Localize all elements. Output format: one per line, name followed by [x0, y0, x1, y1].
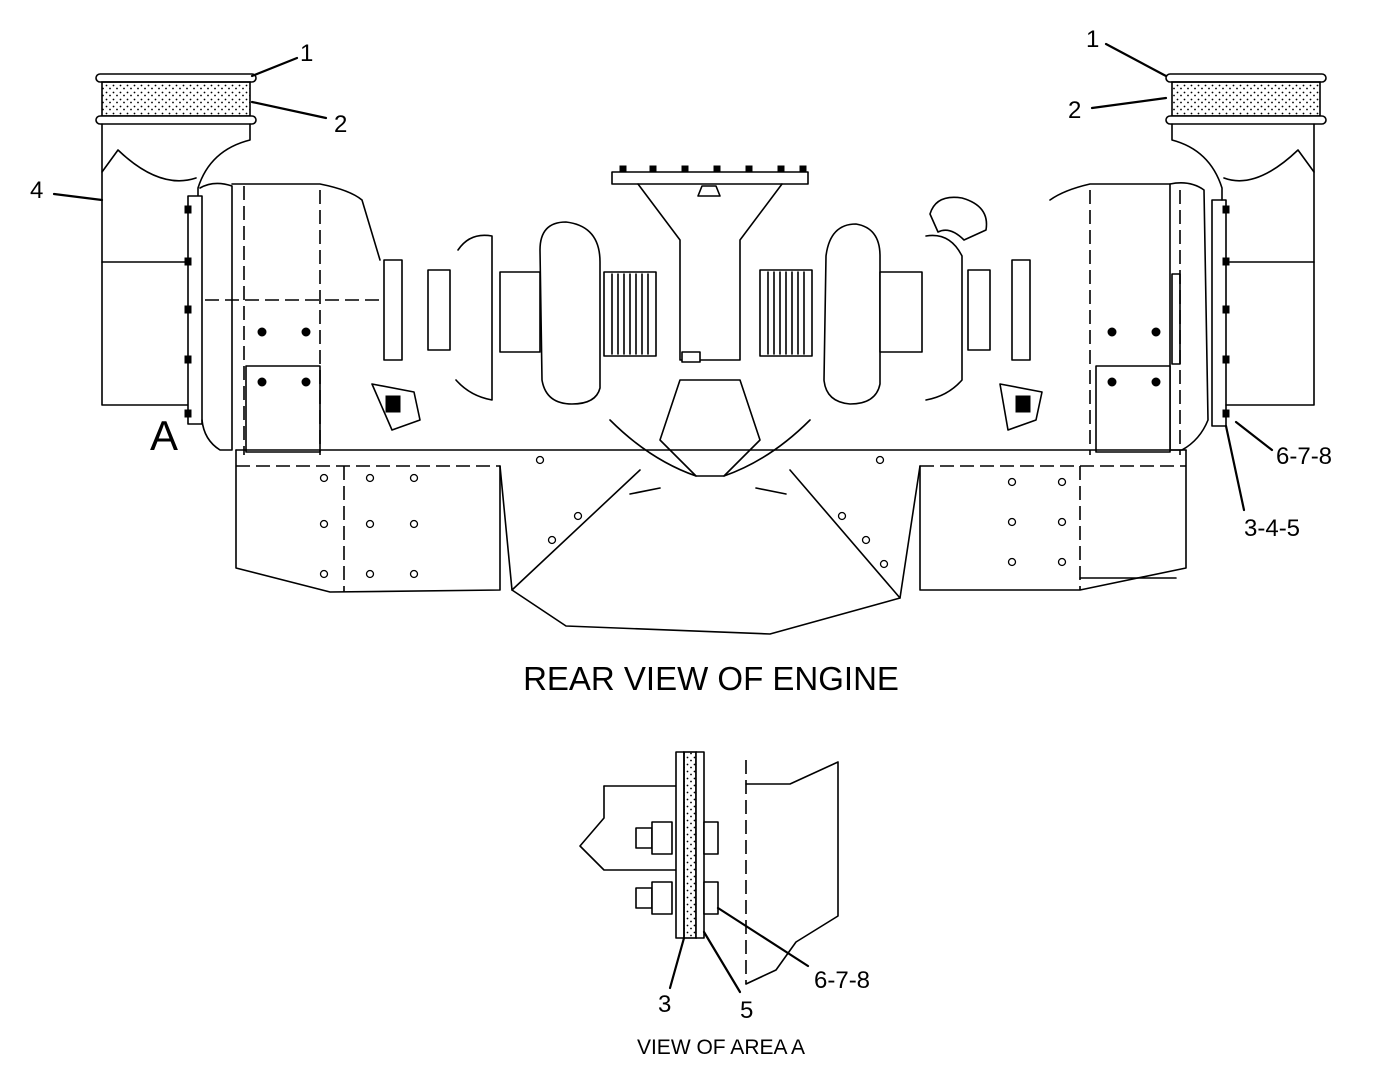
- leader-right-345: [1224, 424, 1246, 512]
- callout-right-678: 6-7-8: [1276, 443, 1332, 470]
- area-a-marker: A: [150, 412, 178, 459]
- detail-left-outline: [579, 785, 685, 871]
- right-turbo-body: [879, 271, 923, 353]
- right-turbo-pipe: [823, 223, 881, 405]
- leader-detail-678: [716, 906, 810, 968]
- right-air-cleaner-body: [1225, 123, 1315, 406]
- right-filter-top-rim: [1165, 73, 1327, 83]
- left-filter-bottom-rim: [95, 115, 257, 125]
- detail-plate-right: [695, 751, 705, 939]
- right-flange-bolts: [1222, 205, 1230, 418]
- leader-right-2: [1090, 96, 1168, 110]
- right-frame-member: [919, 449, 1187, 591]
- manifold-bolts: [619, 165, 807, 173]
- right-filter-element: [1171, 81, 1321, 117]
- frame-holes: [319, 455, 1067, 579]
- left-filter-element: [101, 81, 251, 117]
- left-air-cleaner: [95, 73, 257, 406]
- callout-detail-3: 3: [658, 991, 671, 1018]
- callout-detail-678: 6-7-8: [814, 967, 870, 994]
- detail-gasket: [683, 751, 697, 939]
- leader-left-2: [250, 100, 328, 120]
- right-filter-bottom-rim: [1165, 115, 1327, 125]
- right-air-cleaner: [1165, 73, 1327, 406]
- left-compressor-housing: [455, 234, 493, 401]
- right-clamp: [1171, 273, 1181, 365]
- right-turbocharger: [759, 196, 1043, 431]
- callout-left-2: 2: [334, 111, 347, 138]
- left-turbo-pipe: [539, 221, 601, 405]
- center-frame-cradle: [499, 465, 921, 635]
- left-sensor-bracket: [371, 383, 421, 431]
- right-flange-housing: [1049, 182, 1230, 455]
- left-housing-edge: [199, 182, 233, 451]
- right-air-cleaner-curve: [1223, 149, 1315, 182]
- detail-lower-bolt: [635, 881, 719, 915]
- left-air-cleaner-body: [101, 123, 201, 406]
- left-flange-housing: [184, 182, 381, 455]
- left-mid-plate: [383, 259, 403, 361]
- right-sensor-bracket: [999, 383, 1043, 431]
- main-view-caption: REAR VIEW OF ENGINE: [523, 660, 899, 697]
- right-mid-plate: [1011, 259, 1031, 361]
- leader-left-1: [250, 56, 299, 78]
- detail-upper-bolt: [635, 821, 719, 855]
- callout-left-4: 4: [30, 177, 43, 204]
- right-compressor-flange: [967, 269, 991, 351]
- callout-detail-5: 5: [740, 997, 753, 1024]
- leader-detail-3: [668, 936, 686, 990]
- leader-detail-5: [702, 930, 742, 994]
- main-view-callouts: 1 2 4 1 2 6-7-8 3-4-5 A: [30, 26, 1332, 542]
- left-flange-bolts: [184, 205, 192, 418]
- manifold-flange: [611, 171, 809, 185]
- callout-right-345: 3-4-5: [1244, 515, 1300, 542]
- right-air-cleaner-neck: [1171, 123, 1223, 201]
- left-turbo-body: [499, 271, 541, 353]
- left-air-cleaner-neck: [197, 123, 251, 201]
- area-a-detail: 3 5 6-7-8: [579, 751, 870, 1024]
- left-housing-top: [231, 183, 381, 261]
- left-compressor-flange: [427, 269, 451, 351]
- right-elbow: [929, 196, 988, 241]
- detail-plate-left: [675, 751, 685, 939]
- leader-right-1: [1104, 42, 1168, 78]
- leader-left-4: [52, 192, 104, 202]
- callout-left-1: 1: [300, 40, 313, 67]
- manifold-lower: [659, 379, 761, 477]
- left-frame-member: [235, 449, 501, 593]
- right-housing-edge: [1169, 182, 1209, 451]
- left-turbocharger: [371, 221, 657, 431]
- leader-right-678: [1234, 420, 1274, 452]
- right-compressor-housing: [925, 234, 963, 401]
- left-bellows-ribs: [611, 273, 649, 355]
- callout-right-2: 2: [1068, 97, 1081, 124]
- detail-view-caption: VIEW OF AREA A: [637, 1036, 805, 1059]
- center-exhaust-manifold: [609, 165, 811, 477]
- left-air-cleaner-curve: [101, 149, 197, 182]
- left-filter-top-rim: [95, 73, 257, 83]
- right-bellows-ribs: [767, 271, 805, 355]
- detail-right-outline: [745, 761, 839, 985]
- engine-frame: [235, 449, 1187, 635]
- manifold-body: [637, 183, 783, 361]
- callout-right-1: 1: [1086, 26, 1099, 53]
- right-housing-top: [1049, 183, 1171, 451]
